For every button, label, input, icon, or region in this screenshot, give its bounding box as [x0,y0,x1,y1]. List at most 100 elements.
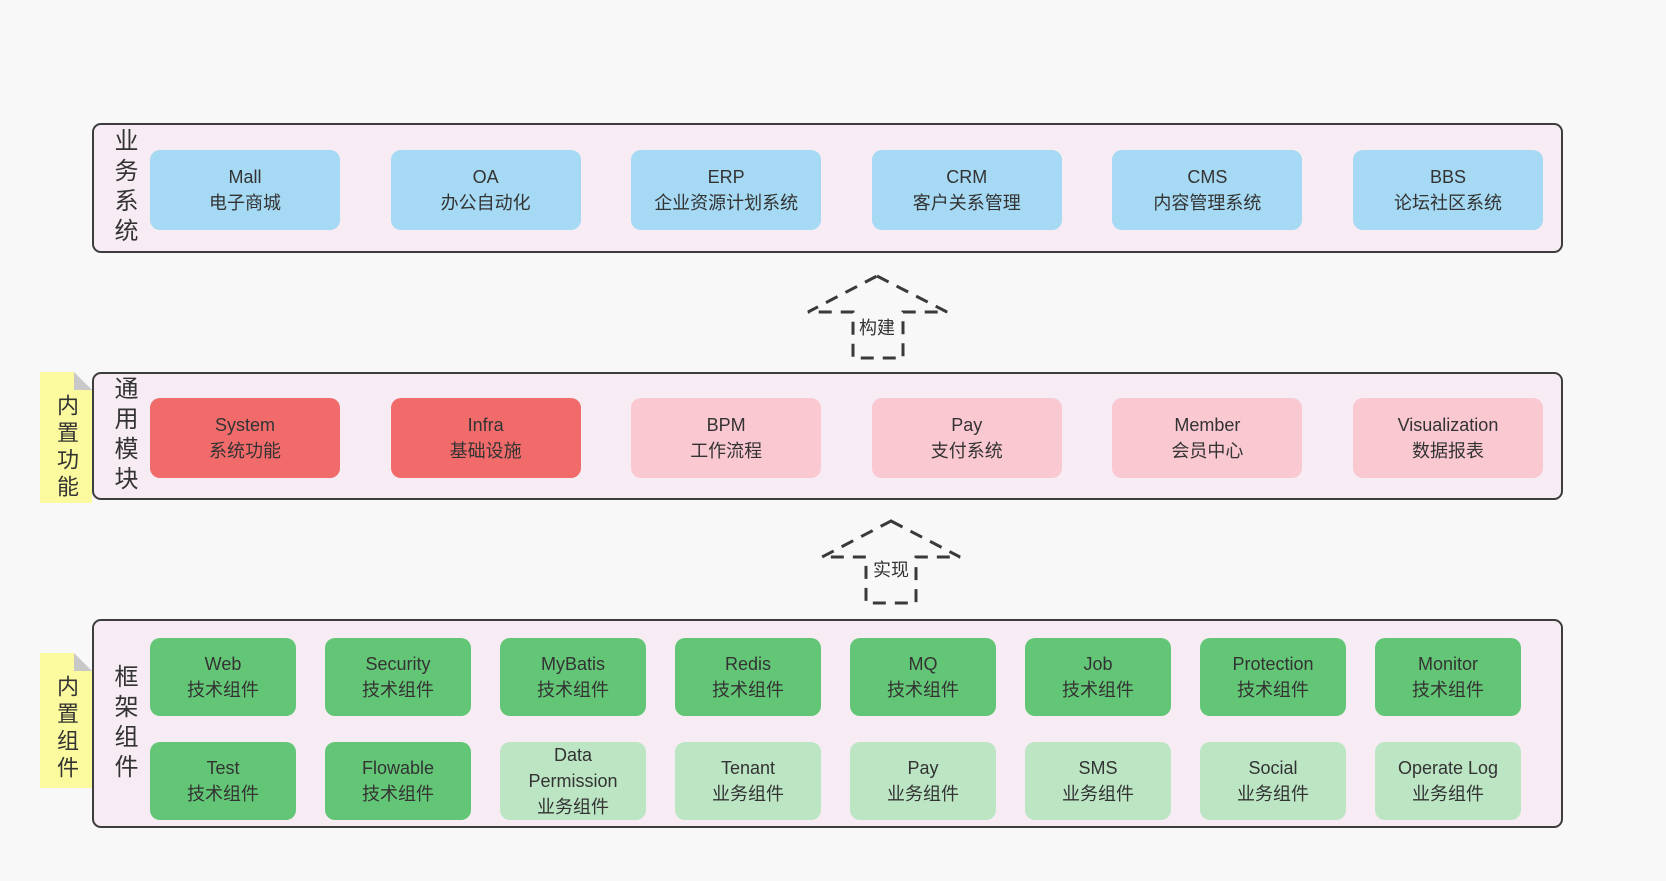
band-common-modules: 通用模块 System 系统功能 Infra 基础设施 BPM 工作流程 Pay… [92,372,1563,500]
box-pay-module-name: Pay [951,414,983,435]
band-components-label: 框架组件 [110,663,137,784]
box-bpm-name: BPM [706,414,746,435]
box-social-subtitle: 业务组件 [1237,784,1309,804]
box-protection: Protection 技术组件 [1200,638,1346,716]
sticky-note-built-in-components-label: 内置组件 [54,675,79,783]
box-web: Web 技术组件 [150,638,296,716]
box-oa-subtitle: 办公自动化 [440,193,531,213]
box-infra-subtitle: 基础设施 [449,441,522,461]
box-social: Social 业务组件 [1200,742,1346,820]
band-framework-components: 框架组件 Web 技术组件 Security 技术组件 MyBatis 技术组件… [92,619,1563,828]
box-flowable: Flowable 技术组件 [325,742,471,820]
box-sms-subtitle: 业务组件 [1062,784,1134,804]
box-operate-log-name: Operate Log [1397,757,1499,778]
box-member-name: Member [1174,414,1241,435]
box-bpm-subtitle: 工作流程 [690,441,763,461]
box-mybatis-name: MyBatis [540,653,605,674]
components-box-row-2: Test 技术组件 Flowable 技术组件 Data Permission … [150,742,1521,820]
box-monitor: Monitor 技术组件 [1375,638,1521,716]
box-security-subtitle: 技术组件 [362,680,434,700]
box-erp: ERP 企业资源计划系统 [631,150,822,230]
box-flowable-name: Flowable [361,757,435,778]
box-bpm: BPM 工作流程 [631,398,822,478]
box-visualization: Visualization 数据报表 [1352,398,1543,478]
box-infra-name: Infra [467,414,504,435]
box-test: Test 技术组件 [150,742,296,820]
arrow-label-build: 构建 [855,313,899,341]
box-protection-name: Protection [1232,653,1314,674]
box-security-name: Security [365,653,431,674]
modules-box-row: System 系统功能 Infra 基础设施 BPM 工作流程 Pay 支付系统… [150,398,1543,478]
box-pay-module: Pay 支付系统 [871,398,1062,478]
box-monitor-subtitle: 技术组件 [1412,680,1484,700]
box-crm-name: CRM [946,166,988,187]
box-mall-name: Mall [228,166,262,187]
box-mq-name: MQ [908,653,938,674]
box-web-name: Web [204,653,242,674]
box-oa: OA 办公自动化 [390,150,581,230]
box-system-subtitle: 系统功能 [209,441,281,461]
box-test-subtitle: 技术组件 [187,784,259,804]
components-box-row-1: Web 技术组件 Security 技术组件 MyBatis 技术组件 Redi… [150,638,1521,716]
box-pay-module-subtitle: 支付系统 [930,441,1003,461]
box-visualization-name: Visualization [1397,414,1499,435]
box-pay-component-name: Pay [907,757,939,778]
band-business-systems: 业务系统 Mall 电子商城 OA 办公自动化 ERP 企业资源计划系统 CRM… [92,123,1563,253]
box-redis: Redis 技术组件 [675,638,821,716]
sticky-note-built-in-components: 内置组件 [40,653,92,788]
box-member-subtitle: 会员中心 [1171,441,1244,461]
box-social-name: Social [1248,757,1298,778]
box-mall: Mall 电子商城 [150,150,340,230]
box-operate-log: Operate Log 业务组件 [1375,742,1521,820]
box-monitor-name: Monitor [1417,653,1479,674]
box-cms: CMS 内容管理系统 [1112,150,1303,230]
band-modules-label: 通用模块 [110,376,137,496]
box-mq: MQ 技术组件 [850,638,996,716]
box-tenant-name: Tenant [720,757,776,778]
box-bbs-subtitle: 论坛社区系统 [1393,193,1502,213]
box-bbs-name: BBS [1429,166,1466,187]
sticky-note-built-in-functions-label: 内置功能 [54,394,79,502]
box-operate-log-subtitle: 业务组件 [1412,784,1484,804]
box-tenant: Tenant 业务组件 [675,742,821,820]
box-member: Member 会员中心 [1112,398,1303,478]
box-job-subtitle: 技术组件 [1062,680,1134,700]
box-oa-name: OA [472,166,499,187]
box-tenant-subtitle: 业务组件 [712,784,784,804]
box-cms-subtitle: 内容管理系统 [1153,193,1262,213]
box-mybatis: MyBatis 技术组件 [500,638,646,716]
box-system-name: System [214,414,275,435]
box-mall-subtitle: 电子商城 [209,193,281,213]
box-pay-component: Pay 业务组件 [850,742,996,820]
band-business-label: 业务系统 [110,128,137,248]
box-sms-name: SMS [1078,757,1118,778]
box-data-permission: Data Permission 业务组件 [500,742,646,820]
sticky-note-built-in-functions: 内置功能 [40,372,92,503]
box-job: Job 技术组件 [1025,638,1171,716]
box-security: Security 技术组件 [325,638,471,716]
box-data-permission-name: Data Permission [528,744,618,791]
box-crm: CRM 客户关系管理 [871,150,1062,230]
box-erp-subtitle: 企业资源计划系统 [654,193,799,213]
box-visualization-subtitle: 数据报表 [1411,441,1484,461]
box-bbs: BBS 论坛社区系统 [1352,150,1543,230]
box-sms: SMS 业务组件 [1025,742,1171,820]
business-box-row: Mall 电子商城 OA 办公自动化 ERP 企业资源计划系统 CRM 客户关系… [150,150,1543,230]
box-redis-name: Redis [724,653,772,674]
box-infra: Infra 基础设施 [390,398,581,478]
box-data-permission-subtitle: 业务组件 [537,797,609,818]
box-crm-subtitle: 客户关系管理 [912,193,1021,213]
box-web-subtitle: 技术组件 [187,680,259,700]
box-job-name: Job [1083,653,1113,674]
box-mybatis-subtitle: 技术组件 [537,680,609,700]
box-mq-subtitle: 技术组件 [887,680,959,700]
arrow-label-implement: 实现 [869,555,913,583]
box-test-name: Test [206,757,240,778]
box-flowable-subtitle: 技术组件 [362,784,434,804]
box-cms-name: CMS [1187,166,1228,187]
box-redis-subtitle: 技术组件 [712,680,784,700]
box-system: System 系统功能 [150,398,340,478]
box-pay-component-subtitle: 业务组件 [887,784,959,804]
box-protection-subtitle: 技术组件 [1237,680,1309,700]
box-erp-name: ERP [707,166,745,187]
